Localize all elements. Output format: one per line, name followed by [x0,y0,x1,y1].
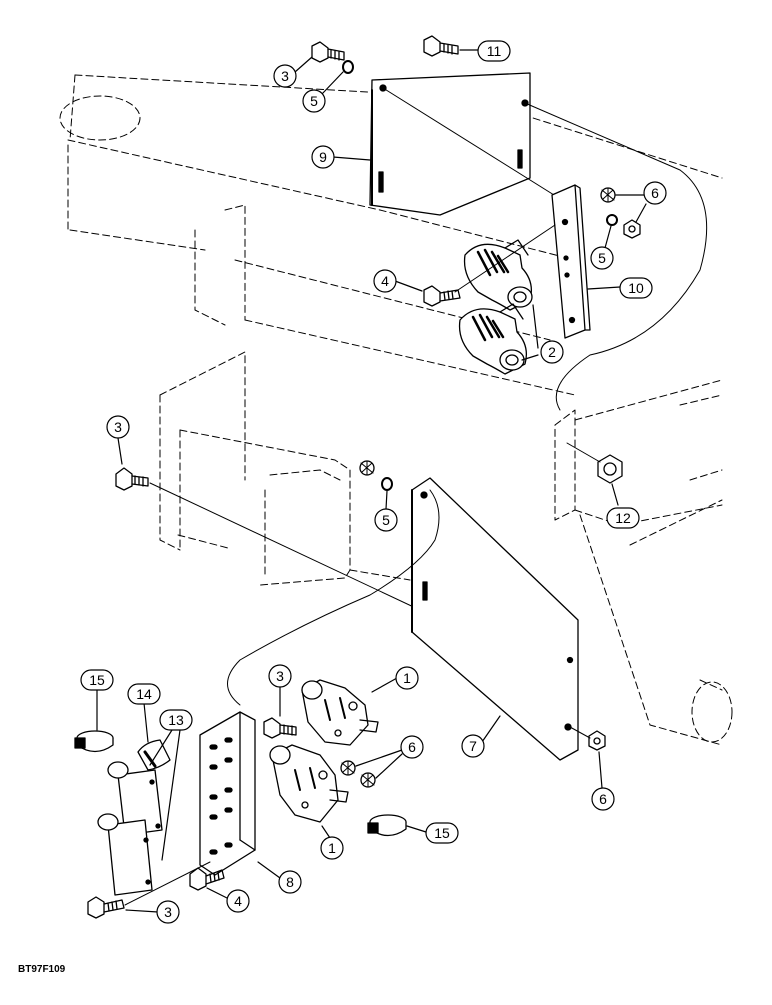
nut-6-lower [588,730,606,751]
lockwasher-middle [359,460,375,476]
svg-text:13: 13 [168,712,184,728]
svg-text:11: 11 [487,43,502,59]
guide-line-bolt3-top [382,87,571,206]
callout-1-lower: 1 [320,825,344,860]
callout-11: 11 [459,40,511,62]
svg-text:9: 9 [319,149,327,165]
svg-text:10: 10 [628,280,644,296]
guide-line-bolt4-top [454,224,556,293]
guide-line-nut12 [566,442,601,463]
coupler-2-upper [463,239,533,311]
svg-text:3: 3 [164,904,172,920]
callout-1-upper: 1 [371,666,419,693]
bracket-10 [551,184,591,339]
callout-2: 2 [521,304,564,364]
plate-9 [369,72,531,216]
svg-text:1: 1 [328,840,336,856]
callout-15-right: 15 [406,822,459,844]
callout-5-top: 5 [302,71,344,113]
svg-text:5: 5 [310,93,318,109]
callout-12: 12 [606,483,640,529]
callout-5-middle: 5 [374,490,398,532]
svg-text:6: 6 [408,739,416,755]
svg-text:15: 15 [89,672,105,688]
plate-7 [411,477,579,761]
cap-14 [137,739,171,771]
bolt-3-middle [115,467,149,491]
guide-line-bolt3-bottom [124,861,211,906]
svg-text:8: 8 [286,874,294,890]
coupler-1-lower [269,744,349,823]
guide-line-bolt3-middle [149,482,421,611]
guide-line-plate7 [227,489,440,706]
bolt-3-lower-a [263,717,297,739]
callout-15-left: 15 [80,669,114,731]
callout-9: 9 [311,145,371,169]
svg-text:5: 5 [382,512,390,528]
bolt-4-lower [189,867,225,891]
lockwasher-6-top [600,187,616,203]
bolt-11 [423,35,459,57]
svg-text:6: 6 [599,791,607,807]
callout-3-lower-a: 3 [268,664,292,717]
nut-6-top [623,219,641,239]
svg-text:12: 12 [615,510,631,526]
clamp-15-left [74,730,114,753]
callout-10: 10 [587,277,653,299]
svg-text:3: 3 [281,68,289,84]
svg-text:15: 15 [434,825,450,841]
washer-5-mid [606,214,618,226]
bolt-3-top [311,41,345,63]
washer-5-top [342,60,354,74]
bolt-4-upper [423,285,461,307]
callout-6-lower: 6 [355,735,424,779]
svg-text:3: 3 [276,668,284,684]
svg-text:4: 4 [381,273,389,289]
guide-line-upper [524,102,708,411]
svg-text:7: 7 [469,738,477,754]
lockwasher-6-lower-a [340,760,356,776]
callout-3-top: 3 [273,56,313,88]
callout-8: 8 [257,861,302,894]
callout-6-top: 6 [615,181,667,223]
callout-7: 7 [461,715,501,758]
nut-12 [597,454,623,484]
callout-4-lower: 4 [206,887,250,913]
cover-13-lower [97,813,153,896]
clamp-15-right [367,814,407,837]
svg-text:14: 14 [136,686,152,702]
svg-text:1: 1 [403,670,411,686]
callouts: 1 1 2 3 3 3 [80,40,667,924]
callout-3-middle: 3 [106,415,130,465]
svg-text:5: 5 [598,250,606,266]
svg-text:3: 3 [114,419,122,435]
coupler-2-lower [458,303,528,375]
callout-3-bottom: 3 [125,900,180,924]
guide-line-nut6-lower [569,726,591,739]
svg-text:2: 2 [548,344,556,360]
coupler-1-upper [301,679,379,746]
callout-13: 13 [149,709,193,861]
washer-5-middle [381,477,393,491]
svg-text:6: 6 [651,185,659,201]
lockwasher-6-lower-b [360,772,376,788]
callout-14: 14 [127,683,161,743]
bracket-8 [199,711,256,876]
cover-13-upper [107,761,163,836]
callout-5-mid: 5 [590,225,614,270]
callout-6-bottom: 6 [591,751,615,811]
bolt-3-bottom [87,896,125,919]
callout-4-upper: 4 [373,269,423,293]
figure-id: BT97F109 [18,964,66,975]
svg-text:4: 4 [234,893,242,909]
